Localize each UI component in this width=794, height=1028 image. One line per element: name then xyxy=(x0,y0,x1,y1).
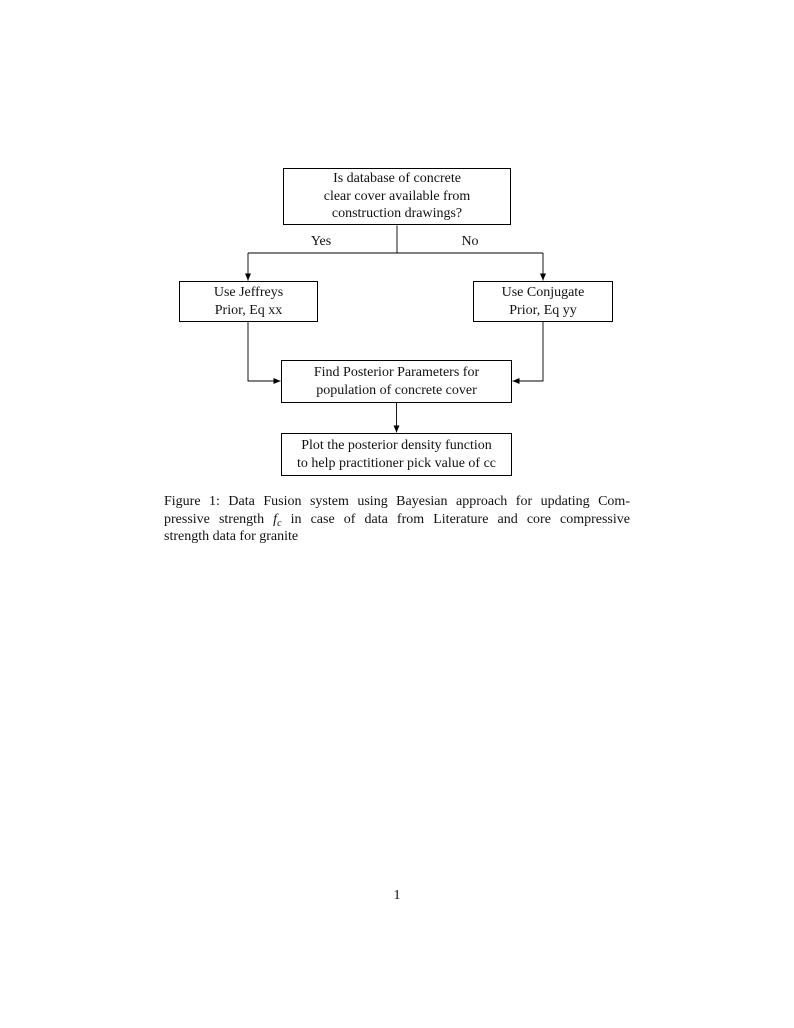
caption-line-2-post: in case of data from Literature and core… xyxy=(281,511,630,527)
flowchart-node-question: Is database of concrete clear cover avai… xyxy=(283,168,511,225)
connector-left-to-mid-arrow xyxy=(247,322,281,384)
branch-label-no: No xyxy=(461,234,479,249)
node-text-line: construction drawings? xyxy=(331,206,463,222)
flowchart-node-conjugate-prior: Use Conjugate Prior, Eq yy xyxy=(473,281,613,322)
caption-formula-fc: f xyxy=(273,511,278,527)
node-text-line: to help practitioner pick value of cc xyxy=(296,455,497,471)
flowchart-node-posterior-parameters: Find Posterior Parameters for population… xyxy=(281,360,512,403)
caption-line-1: Figure 1: Data Fusion system using Bayes… xyxy=(164,494,630,509)
node-text-line: Use Jeffreys xyxy=(213,285,284,300)
caption-line-3: strength data for granite xyxy=(164,529,299,545)
branch-label-yes: Yes xyxy=(310,234,332,249)
figure-caption: Figure 1: Data Fusion system using Bayes… xyxy=(164,493,630,546)
caption-line-2-pre: pressive strength xyxy=(164,511,274,527)
caption-formula-subscript: c xyxy=(277,517,282,529)
caption-line-2: pressive strength fc in case of data fro… xyxy=(164,511,630,529)
node-text-line: Prior, Eq xx xyxy=(214,302,283,318)
connector-right-to-mid-arrow xyxy=(512,322,544,384)
node-text-line: Is database of concrete xyxy=(333,171,461,187)
node-text-line: clear cover available from xyxy=(323,188,471,204)
node-text-line: population of concrete cover xyxy=(316,382,477,398)
node-text-line: Plot the posterior density function xyxy=(301,438,492,453)
node-text-line: Prior, Eq yy xyxy=(509,302,577,318)
node-text-line: Find Posterior Parameters for xyxy=(313,365,480,380)
page-number: 1 xyxy=(393,888,401,903)
flowchart-node-plot-density: Plot the posterior density function to h… xyxy=(281,433,512,476)
connector-branch-bar xyxy=(248,225,543,254)
flowchart-node-jeffreys-prior: Use Jeffreys Prior, Eq xx xyxy=(179,281,318,322)
node-text-line: Use Conjugate xyxy=(501,285,585,300)
